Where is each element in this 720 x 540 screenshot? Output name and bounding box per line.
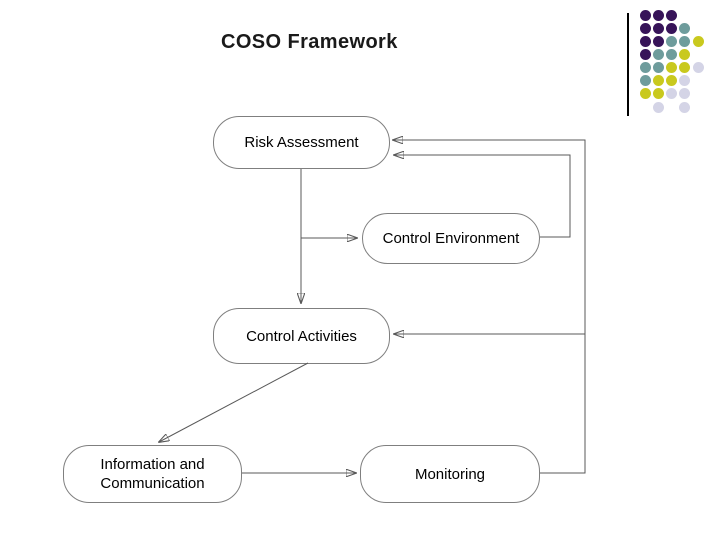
node-label: Risk Assessment: [244, 134, 359, 151]
decoration-dot: [640, 88, 651, 99]
decoration-dot: [666, 49, 677, 60]
decoration-dot: [640, 23, 651, 34]
decoration-dot: [640, 36, 651, 47]
decoration-dot: [653, 88, 664, 99]
node-control-activities: Control Activities: [213, 308, 390, 364]
decoration-dot: [640, 10, 651, 21]
decoration-dot: [653, 49, 664, 60]
decoration-dot: [653, 102, 664, 113]
decoration-dot: [640, 75, 651, 86]
decoration-dot: [666, 62, 677, 73]
decoration-dot: [653, 23, 664, 34]
node-information-and-communication: Information and Communication: [63, 445, 242, 503]
node-monitoring: Monitoring: [360, 445, 540, 503]
decoration-dot: [653, 36, 664, 47]
decoration-dot: [666, 10, 677, 21]
decoration-dot: [679, 49, 690, 60]
decoration-dot: [679, 23, 690, 34]
decoration-dot: [666, 75, 677, 86]
node-risk-assessment: Risk Assessment: [213, 116, 390, 169]
decoration-dot: [653, 75, 664, 86]
decoration-dot: [679, 88, 690, 99]
node-control-environment: Control Environment: [362, 213, 540, 264]
slide-title: COSO Framework: [221, 31, 398, 53]
decoration-dot: [653, 10, 664, 21]
node-label-line2: Communication: [100, 475, 205, 492]
decoration-dot: [679, 62, 690, 73]
decoration-vertical-line: [627, 13, 629, 116]
decoration-dot: [666, 23, 677, 34]
node-label: Control Activities: [246, 327, 357, 345]
edge-activities-to-information: [159, 362, 309, 442]
decoration-dot: [679, 36, 690, 47]
decoration-dot: [693, 36, 704, 47]
decoration-dot: [679, 75, 690, 86]
node-label: Monitoring: [414, 465, 486, 483]
decoration-dot: [640, 62, 651, 73]
node-label-line1: Information and: [100, 456, 205, 473]
decoration-dot: [653, 62, 664, 73]
edge-monitoring-to-risk: [393, 140, 586, 474]
node-label: Control Environment: [382, 230, 520, 247]
decoration-dot: [666, 88, 677, 99]
decoration-dot: [679, 102, 690, 113]
decoration-dot: [640, 49, 651, 60]
decoration-dot: [666, 36, 677, 47]
decoration-dot: [693, 62, 704, 73]
